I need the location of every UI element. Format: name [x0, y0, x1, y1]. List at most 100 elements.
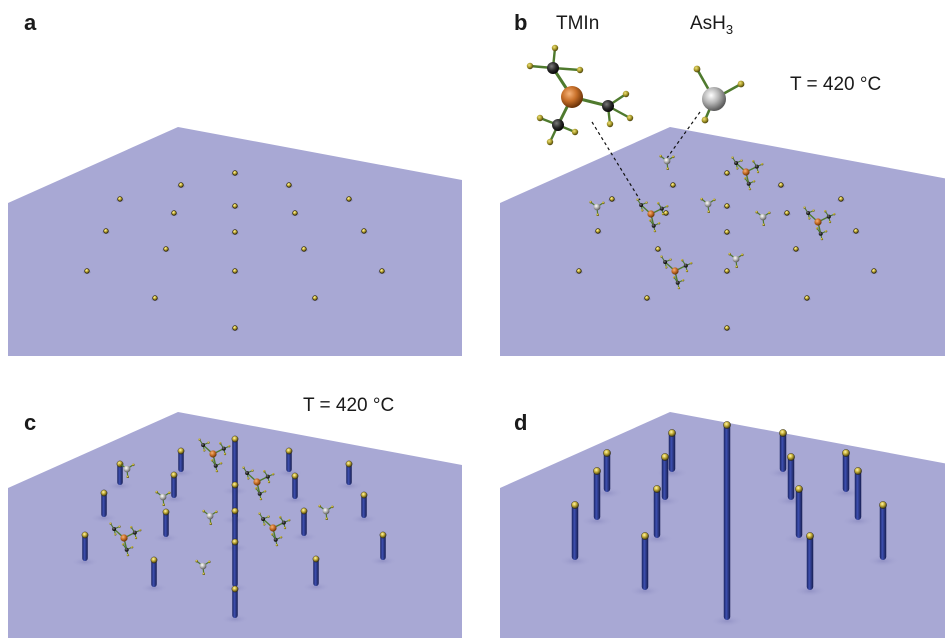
nanowire-short — [117, 463, 123, 485]
nanowire-short — [232, 541, 238, 587]
catalyst-droplet-b — [724, 170, 730, 176]
hydrogen-atom-large — [701, 116, 709, 124]
hydrogen-atom — [275, 543, 279, 547]
substrate-panel-b — [500, 127, 945, 356]
hydrogen-atom — [279, 536, 283, 539]
carbon-atom — [221, 446, 226, 451]
nanowire-short-tip — [231, 435, 239, 443]
nanowire-short — [301, 510, 307, 536]
hydrogen-atom — [589, 200, 592, 204]
nanowire-short — [361, 494, 367, 518]
hydrogen-atom — [648, 219, 652, 222]
hydrogen-atom-large — [626, 114, 634, 122]
carbon-atom — [663, 260, 668, 264]
hydrogen-atom — [756, 170, 760, 174]
carbon-atom — [245, 471, 250, 475]
nanowire-short-shadow — [289, 532, 319, 542]
arsenic-atom — [759, 213, 767, 221]
nanowire-short-shadow — [139, 583, 169, 593]
hydrogen-atom — [653, 229, 657, 233]
hydrogen-atom — [707, 210, 710, 213]
nanowire-short-shadow — [368, 556, 398, 566]
hydrogen-atom-large — [526, 62, 534, 70]
nanowire-long-shadow — [841, 515, 875, 527]
indium-atom-large — [561, 86, 583, 108]
hydrogen-atom — [139, 529, 142, 532]
arsenic-atom — [159, 493, 167, 501]
catalyst-droplet-a — [171, 210, 177, 216]
nanowire-long-shadow — [710, 615, 744, 627]
nanowire-short-tip — [231, 585, 239, 593]
nanowire-short-tip — [379, 531, 387, 539]
indium-atom — [269, 524, 277, 532]
nanowire-long-tip — [723, 421, 731, 429]
tmin-label: TMIn — [556, 13, 600, 34]
hydrogen-atom — [263, 523, 266, 526]
hydrogen-atom — [659, 154, 662, 158]
hydrogen-atom — [134, 536, 138, 540]
hydrogen-atom — [114, 533, 117, 536]
nanowire-long-tip — [668, 429, 676, 437]
nanowire-long — [842, 452, 850, 492]
nanowire-long-tip — [641, 532, 649, 540]
nanowire-short-shadow — [105, 481, 135, 491]
nanowire-short-tip — [312, 555, 320, 563]
hydrogen-atom — [263, 470, 266, 473]
arsenic-atom — [322, 507, 330, 515]
hydrogen-atom — [267, 515, 270, 518]
nanowire-long — [653, 488, 661, 538]
hydrogen-atom — [195, 559, 198, 563]
carbon-atom — [124, 547, 129, 552]
hydrogen-atom-large — [606, 120, 614, 128]
nanowire-short-tip — [100, 489, 108, 497]
catalyst-droplet-b — [793, 246, 799, 252]
hydrogen-atom — [752, 180, 756, 183]
hydrogen-atom — [247, 477, 250, 480]
arsenic-atom — [663, 157, 671, 165]
substrate-panel-d — [500, 412, 945, 638]
arsenic-atom — [199, 562, 207, 570]
objects — [70, 154, 900, 627]
hydrogen-atom — [259, 497, 263, 501]
nanowire-long — [795, 488, 803, 538]
catalyst-droplet-a — [232, 203, 238, 209]
arsenic-atom — [704, 200, 712, 208]
panel-b-label: b — [514, 10, 528, 35]
nanowire-long-tip — [787, 453, 795, 461]
catalyst-droplet-a — [232, 268, 238, 274]
hydrogen-atom — [824, 230, 828, 233]
nanowire-short-tip — [170, 471, 178, 479]
nanowire-short-tip — [162, 508, 170, 516]
nanowire-long-tip — [879, 501, 887, 509]
nanowire-short — [232, 588, 238, 618]
nanowire-long-tip — [603, 449, 611, 457]
nanowire-short — [286, 450, 292, 472]
nanowire-short — [380, 534, 386, 560]
nanowire-short-shadow — [349, 514, 379, 524]
substrate-panel-a — [8, 127, 462, 356]
hydrogen-atom — [126, 475, 129, 479]
nanowire-short-shadow — [89, 513, 119, 523]
hydrogen-atom — [735, 265, 738, 269]
catalyst-droplet-a — [152, 295, 158, 301]
nanowire-short-shadow — [280, 495, 310, 505]
hydrogen-atom — [219, 442, 222, 445]
nanowire-long-shadow — [628, 585, 662, 597]
catalyst-droplet-b — [644, 295, 650, 301]
hydrogen-atom — [267, 480, 271, 484]
hydrogen-atom — [219, 462, 223, 465]
arsenic-atom — [593, 203, 601, 211]
catalyst-droplet-a — [232, 170, 238, 176]
nanowire-long-tip — [661, 453, 669, 461]
catalyst-droplet-b — [670, 182, 676, 188]
catalyst-droplet-b — [724, 203, 730, 209]
hydrogen-atom — [119, 462, 122, 466]
catalyst-droplet-b — [784, 210, 790, 216]
hydrogen-atom — [731, 156, 734, 159]
nanowire-long — [603, 452, 611, 492]
catalyst-droplet-b — [663, 210, 669, 216]
carbon-atom-large — [547, 62, 559, 74]
catalyst-droplet-a — [117, 196, 123, 202]
carbon-atom — [132, 530, 137, 535]
nanowire-long — [806, 535, 814, 590]
